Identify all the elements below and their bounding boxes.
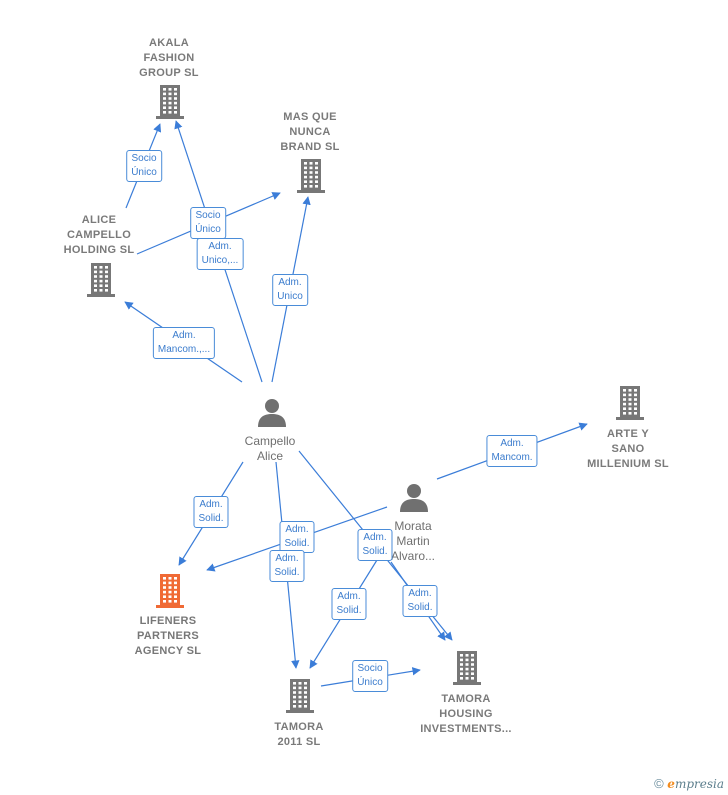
edge-label-line: Unico,... (201, 255, 239, 266)
node-label-line: TAMORA (441, 693, 491, 705)
edge-label-line: Socio (131, 153, 157, 164)
building-icon-tamora2011[interactable] (284, 679, 316, 718)
edge-label-line: Solid. (274, 567, 300, 578)
node-label-line: AKALA (149, 37, 189, 49)
node-label-line: PARTNERS (136, 630, 200, 642)
edge-label-line: Único (357, 677, 383, 688)
node-label-alice_holding[interactable]: ALICE CAMPELLO HOLDING SL (64, 213, 135, 258)
edge-label[interactable]: Adm. Solid. (402, 585, 438, 617)
node-label-akala[interactable]: AKALA FASHION GROUP SL (139, 36, 199, 81)
edge-label[interactable]: Adm. Solid. (193, 496, 229, 528)
edge-label-line: Solid. (362, 546, 388, 557)
node-label-masque[interactable]: MAS QUE NUNCA BRAND SL (280, 110, 339, 155)
node-label-line: BRAND SL (280, 141, 340, 153)
edge-label-line: Adm. (278, 277, 302, 288)
person-icon-campello[interactable] (257, 397, 287, 432)
node-label-lifeners[interactable]: LIFENERS PARTNERS AGENCY SL (135, 614, 202, 659)
edge-label-line: Único (131, 167, 157, 178)
node-label-line: 2011 SL (277, 736, 321, 748)
node-label-line: ALICE (81, 214, 117, 226)
footer: © empresia (654, 776, 724, 791)
edge-label-line: Socio (357, 663, 383, 674)
node-label-line: INVESTMENTS... (420, 723, 512, 735)
node-label-line: MAS QUE (283, 111, 337, 123)
edge-label-line: Adm. (408, 588, 432, 599)
edge-label-line: Solid. (198, 513, 224, 524)
building-icon-masque[interactable] (295, 159, 327, 198)
building-icon-arte[interactable] (614, 386, 646, 425)
node-label-line: AGENCY SL (134, 645, 202, 657)
building-icon-lifeners[interactable] (154, 574, 186, 613)
node-label-line: GROUP SL (139, 67, 199, 79)
building-icon-alice_holding[interactable] (85, 263, 117, 302)
person-icon-morata[interactable] (399, 482, 429, 517)
edge-label[interactable]: Adm. Solid. (269, 550, 305, 582)
node-label-tamora_housing[interactable]: TAMORA HOUSING INVESTMENTS... (420, 692, 512, 737)
building-icon-tamora_housing[interactable] (451, 651, 483, 690)
brand-name: mpresia (674, 777, 724, 791)
node-label-line: CAMPELLO (66, 229, 132, 241)
edge-label-line: Adm. (337, 591, 361, 602)
edge-label[interactable]: Adm. Solid. (331, 588, 367, 620)
edge-label[interactable]: Adm. Solid. (279, 521, 315, 553)
edge-label-line: Unico (277, 291, 303, 302)
edge-label-line: Adm. (275, 553, 299, 564)
node-label-tamora2011[interactable]: TAMORA 2011 SL (274, 720, 323, 750)
brand-logo[interactable]: empresia (667, 777, 724, 791)
building-icon-akala[interactable] (154, 85, 186, 124)
edge-label-line: Solid. (336, 605, 362, 616)
edge-label[interactable]: Adm. Unico,... (196, 238, 244, 270)
edge-label[interactable]: Adm. Mancom.,... (152, 327, 216, 359)
node-label-line: TAMORA (274, 721, 324, 733)
node-label-line: SANO (611, 443, 645, 455)
edge-label-line: Solid. (284, 538, 310, 549)
node-label-line: Campello (244, 434, 296, 448)
edge-label-line: Solid. (407, 602, 433, 613)
copyright-symbol: © (654, 776, 664, 791)
node-label-line: HOLDING SL (63, 244, 135, 256)
edge-label[interactable]: Adm. Solid. (357, 529, 393, 561)
edge-label[interactable]: Adm. Mancom. (486, 435, 538, 467)
edge-label-line: Adm. (172, 330, 196, 341)
edge-label-line: Mancom.,... (157, 344, 211, 355)
node-label-line: Alice (256, 449, 284, 463)
edge-label-line: Adm. (285, 524, 309, 535)
edge-label-line: Adm. (500, 438, 524, 449)
edge-label-line: Socio (195, 210, 221, 221)
node-label-line: HOUSING (439, 708, 493, 720)
edge-label-line: Adm. (199, 499, 223, 510)
node-label-line: MILLENIUM SL (587, 458, 669, 470)
node-label-line: Alvaro... (390, 549, 436, 563)
node-label-line: LIFENERS (139, 615, 197, 627)
edge-label-line: Adm. (363, 532, 387, 543)
edge-label-line: Mancom. (491, 452, 533, 463)
node-label-line: ARTE Y (607, 428, 649, 440)
edge-label-line: Adm. (208, 241, 232, 252)
node-label-line: Martin (396, 534, 430, 548)
node-label-line: NUNCA (289, 126, 331, 138)
edge-label-line: Único (195, 224, 221, 235)
edge-label[interactable]: Adm. Unico (272, 274, 308, 306)
brand-initial: e (667, 777, 675, 791)
node-label-arte[interactable]: ARTE Y SANO MILLENIUM SL (587, 427, 669, 472)
node-label-line: FASHION (143, 52, 195, 64)
node-label-line: Morata (394, 519, 432, 533)
